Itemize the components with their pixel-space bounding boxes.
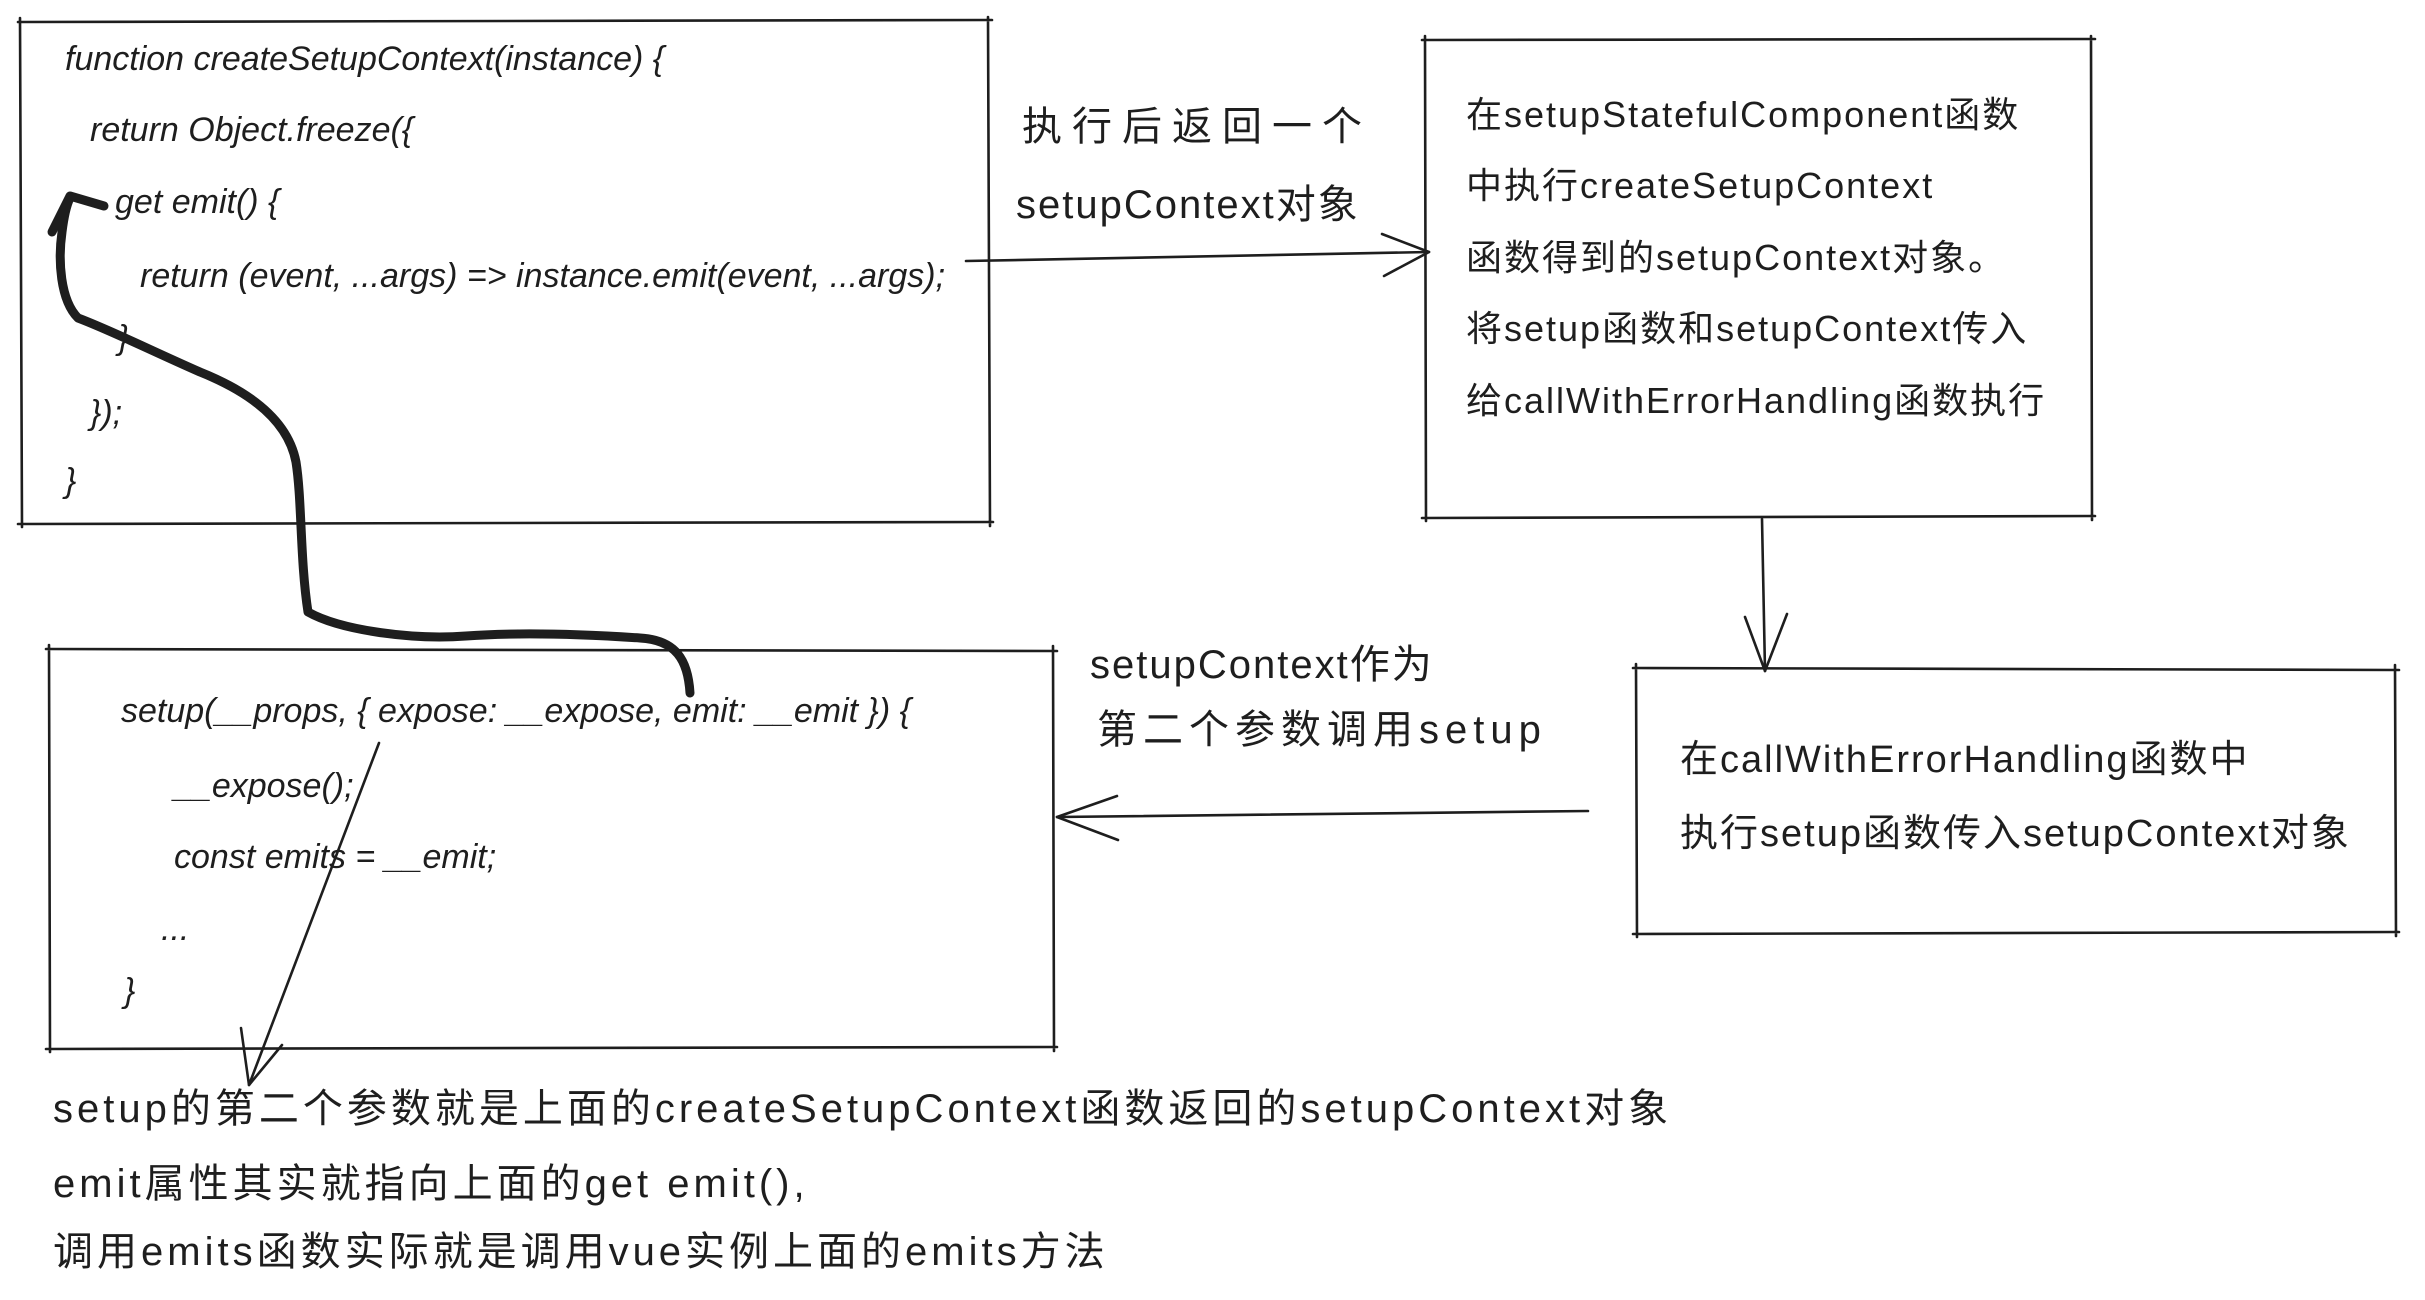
code-line-return-freeze: return Object.freeze({ <box>90 111 414 149</box>
setup-code-line-close: } <box>124 972 136 1010</box>
setup-code-line-expose: __expose(); <box>174 767 354 805</box>
explanation-line-2: emit属性其实就指向上面的get emit(), <box>53 1162 809 1206</box>
explanation-line-1: setup的第二个参数就是上面的createSetupContext函数返回的s… <box>53 1087 1673 1131</box>
arrow-stateful-to-error-handling-shaft <box>1760 517 1767 673</box>
code-line-close-getter: } <box>118 319 130 357</box>
code-line-close-function: } <box>65 462 77 500</box>
error-handling-note-line-2: 执行setup函数传入setupContext对象 <box>1680 813 2351 855</box>
arrow-stateful-to-error-handling <box>1743 517 1789 673</box>
arrow-context-to-stateful-shaft <box>964 250 1431 263</box>
middle-label-line-2: 第二个参数调用setup <box>1097 708 1547 752</box>
stateful-note-line-5: 给callWithErrorHandling函数执行 <box>1466 380 2047 421</box>
arrow-context-to-stateful <box>964 232 1431 278</box>
code-line-function-signature: function createSetupContext(instance) { <box>65 40 665 78</box>
arrow-stateful-to-error-handling-head <box>1743 612 1789 673</box>
code-line-return-instance-emit: return (event, ...args) => instance.emit… <box>140 257 946 295</box>
arrow-setup-param-to-explanation-head <box>239 1026 284 1087</box>
stateful-note-line-4: 将setup函数和setupContext传入 <box>1466 308 2029 349</box>
stateful-note-line-2: 中执行createSetupContext <box>1466 165 1935 206</box>
explanation-line-3: 调用emits函数实际就是调用vue实例上面的emits方法 <box>53 1230 1109 1274</box>
stateful-note-line-1: 在setupStatefulComponent函数 <box>1466 94 2021 135</box>
thick-arrow-emit-to-getter-head <box>47 191 109 237</box>
top-label-line-2: setupContext对象 <box>1016 183 1360 227</box>
arrow-context-to-stateful-head <box>1380 232 1431 278</box>
setup-code-line-emits: const emits = __emit; <box>174 838 497 876</box>
top-label-line-1: 执行后返回一个 <box>1022 105 1372 149</box>
call-with-error-handling-box <box>1631 662 2401 939</box>
code-line-close-freeze: }); <box>90 394 123 432</box>
arrow-error-handling-to-setup <box>1055 794 1590 842</box>
arrow-error-handling-to-setup-shaft <box>1055 809 1590 819</box>
setup-code-line-ellipsis: ... <box>161 910 190 948</box>
middle-label-line-1: setupContext作为 <box>1090 643 1434 687</box>
code-line-get-emit: get emit() { <box>115 183 280 221</box>
stateful-note-line-3: 函数得到的setupContext对象。 <box>1466 237 2007 278</box>
setup-code-line-signature: setup(__props, { expose: __expose, emit:… <box>121 692 912 730</box>
arrow-error-handling-to-setup-head <box>1055 794 1120 842</box>
error-handling-note-line-1: 在callWithErrorHandling函数中 <box>1680 739 2250 781</box>
